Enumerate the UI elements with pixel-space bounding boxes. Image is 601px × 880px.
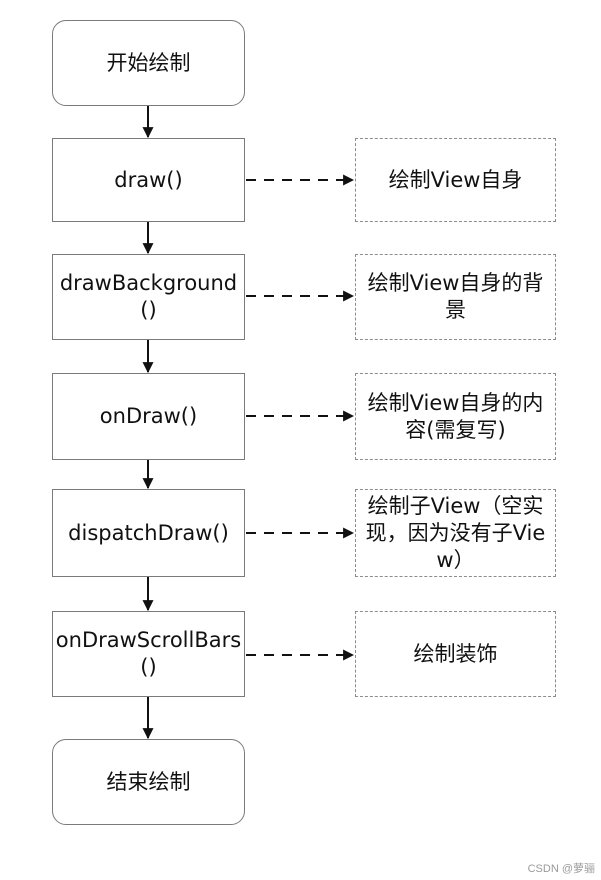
- draw-note-label: 绘制View自身: [388, 167, 523, 192]
- end-node: 结束绘制: [52, 739, 245, 825]
- on-draw-scroll-bars-note: 绘制装饰: [355, 611, 556, 697]
- draw-note: 绘制View自身: [355, 138, 556, 222]
- start-node: 开始绘制: [52, 20, 245, 106]
- dispatch-draw-node-label: dispatchDraw(): [68, 520, 229, 545]
- on-draw-scroll-bars-node: onDrawScrollBars(): [52, 611, 245, 697]
- start-node-label: 开始绘制: [106, 50, 191, 75]
- draw-background-node-label: drawBackground(): [59, 271, 238, 322]
- draw-background-note-label: 绘制View自身的背景: [367, 271, 544, 322]
- draw-node-label: draw(): [114, 167, 183, 192]
- on-draw-note: 绘制View自身的内容(需复写): [355, 373, 556, 460]
- on-draw-scroll-bars-node-label: onDrawScrollBars(): [55, 628, 242, 679]
- draw-background-node: drawBackground(): [52, 254, 245, 340]
- dispatch-draw-note: 绘制子View（空实现，因为没有子View）: [355, 489, 556, 577]
- draw-node: draw(): [52, 138, 245, 222]
- dispatch-draw-note-label: 绘制子View（空实现，因为没有子View）: [365, 493, 546, 572]
- dispatch-draw-node: dispatchDraw(): [52, 489, 245, 577]
- end-node-label: 结束绘制: [106, 769, 191, 794]
- on-draw-scroll-bars-note-label: 绘制装饰: [413, 641, 498, 666]
- on-draw-node-label: onDraw(): [99, 404, 198, 428]
- on-draw-note-label: 绘制View自身的内容(需复写): [367, 390, 544, 442]
- draw-background-note: 绘制View自身的背景: [355, 254, 556, 340]
- watermark: CSDN @萝骊: [527, 863, 595, 875]
- on-draw-node: onDraw(): [52, 373, 245, 460]
